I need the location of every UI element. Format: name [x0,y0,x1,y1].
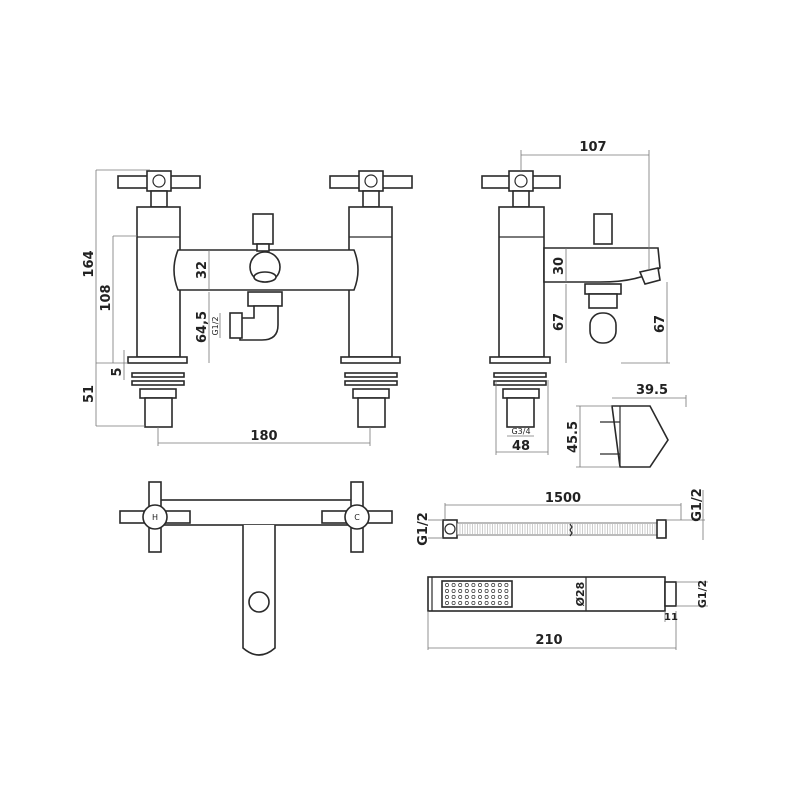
spray-nozzle [484,589,489,593]
dim-outlet-thread: G1/2 [211,316,220,335]
spray-nozzle [458,601,463,605]
dim-39-5: 39.5 [636,383,668,398]
spray-nozzle [497,589,502,593]
dim-g3-4: G3/4 [511,427,530,436]
spray-nozzle [504,583,509,587]
cold-handle: C [321,481,393,553]
dim-210: 210 [535,633,562,648]
spray-nozzle [464,589,469,593]
spray-nozzle [445,583,449,587]
spray-nozzle [464,595,469,599]
front-dimensions [95,169,371,446]
dim-30: 30 [552,257,567,275]
wall-bracket: 39.5 45.5 [566,383,687,468]
dim-45-5: 45.5 [566,421,581,453]
spray-nozzle [464,583,469,587]
front-view: 164 108 32 64,5 G1/2 5 51 180 [82,169,413,446]
outlet-elbow [239,305,279,341]
left-base [127,356,188,428]
dim-hose-thread-right: G1/2 [690,488,705,522]
dim-67-left: 67 [552,313,567,331]
spray-nozzle [471,583,476,587]
top-view: H C [119,481,393,656]
side-spout [543,247,661,283]
dim-180: 180 [250,429,277,444]
diverter-knob [252,213,274,245]
dim-164: 164 [82,250,97,277]
spray-nozzle [478,601,482,605]
dim-67-right: 67 [653,315,668,333]
spray-nozzle [451,595,456,599]
spray-nozzle [504,589,509,593]
spray-nozzle [478,595,482,599]
spray-nozzle [497,583,502,587]
dim-1500: 1500 [545,491,581,506]
spray-nozzle [458,583,463,587]
dim-51: 51 [82,385,97,403]
spray-nozzle [484,583,489,587]
spray-nozzle [445,595,449,599]
dim-diameter: Ø28 [574,582,587,607]
side-dimensions [495,150,670,455]
spray-nozzle [497,595,502,599]
spray-nozzle [504,601,509,605]
spray-nozzle [504,595,509,599]
aerator [248,591,270,613]
spray-nozzle [458,595,463,599]
spray-nozzle [445,589,449,593]
spray-nozzle [458,589,463,593]
spray-nozzle [445,601,449,605]
dim-48: 48 [512,439,530,454]
spray-nozzle [451,583,456,587]
spray-nozzle [451,589,456,593]
spray-nozzle [497,601,502,605]
spray-nozzle [491,601,496,605]
dim-32: 32 [195,261,210,279]
cold-marker: C [354,513,360,522]
dim-108: 108 [99,284,114,311]
dim-5: 5 [110,367,125,376]
spray-nozzle [471,601,476,605]
spray-nozzle [451,601,456,605]
spray-nozzle [478,583,482,587]
spray-nozzle [484,595,489,599]
spray-nozzle [484,601,489,605]
dim-64-5: 64,5 [195,311,210,343]
side-view: 107 30 67 67 G3/4 48 [481,140,670,455]
right-base [340,356,401,428]
dim-11: 11 [664,612,678,623]
dim-handshower-thread: G1/2 [696,580,709,608]
spray-nozzle [464,601,469,605]
hot-marker: H [152,513,158,522]
shower-hose: 1500 G1/2 G1/2 [416,488,705,546]
spray-nozzle [478,589,482,593]
dim-107: 107 [579,140,606,155]
spray-nozzle [471,595,476,599]
spray-nozzle [491,595,496,599]
spray-nozzle [491,589,496,593]
spray-nozzle [491,583,496,587]
dim-hose-thread-left: G1/2 [416,512,431,546]
spray-nozzle [471,589,476,593]
hot-handle: H [119,481,191,553]
spray-face [441,580,513,608]
handshower: Ø28 G1/2 11 210 [427,576,709,650]
